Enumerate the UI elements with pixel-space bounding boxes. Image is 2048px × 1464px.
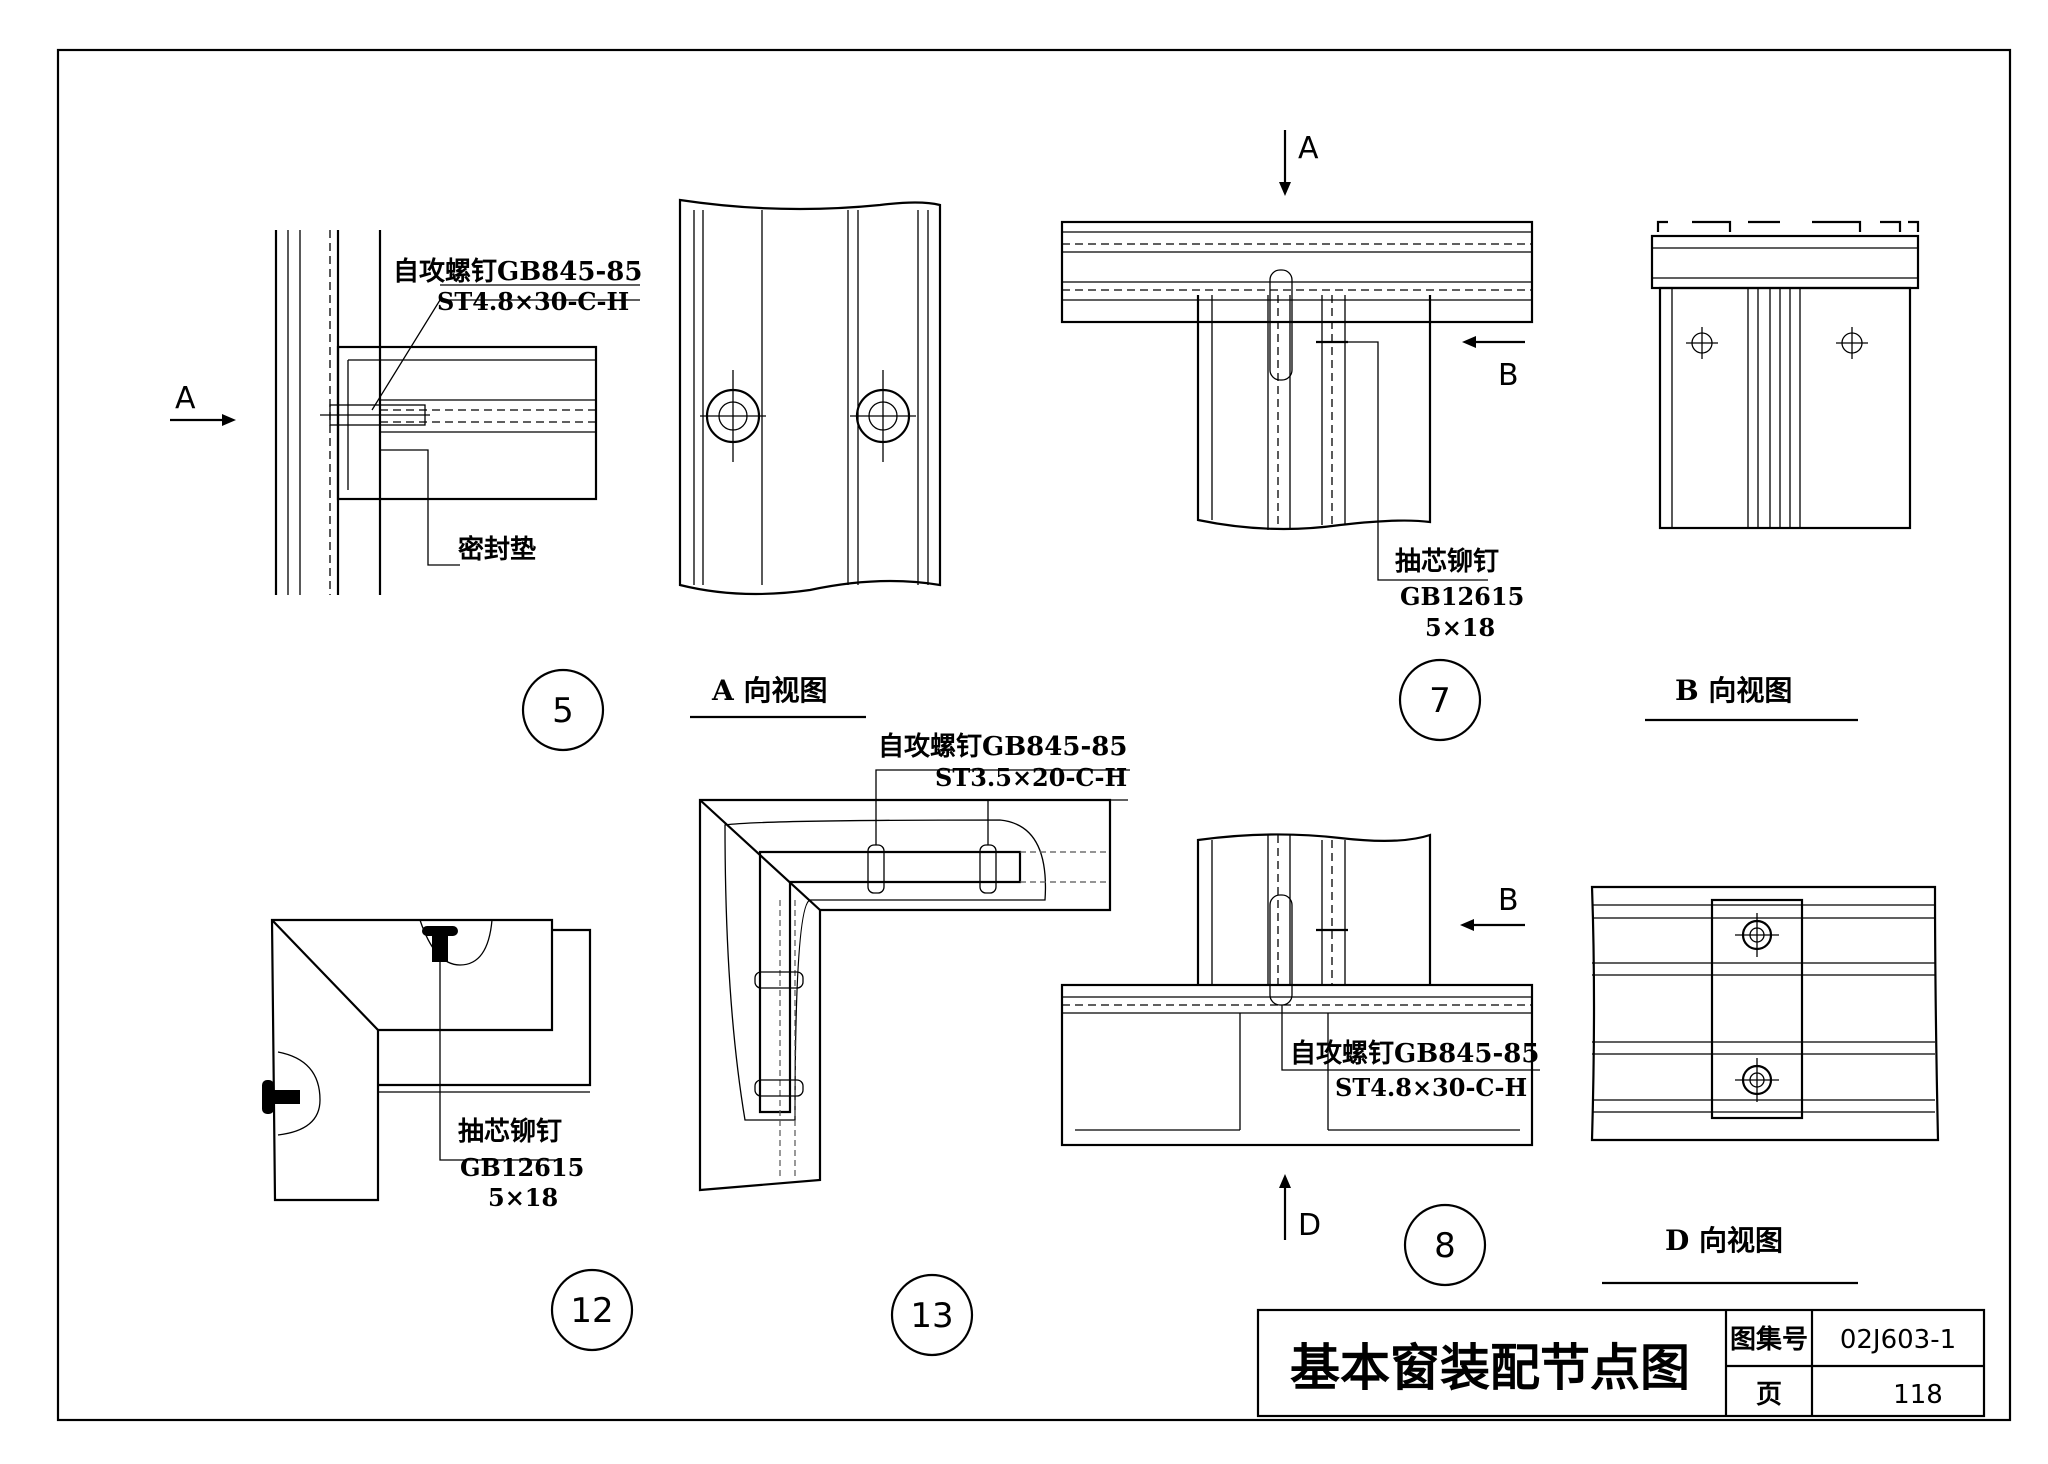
- d12-rivet-label-3: 5×18: [488, 1183, 558, 1212]
- d5-gasket-label: 密封垫: [458, 534, 536, 565]
- d-view-label: D 向视图: [1665, 1224, 1783, 1257]
- d12-rivet-label-1: 抽芯铆钉: [458, 1117, 562, 1147]
- d7-arrow-b-label: B: [1498, 358, 1519, 393]
- detail-8-number: 8: [1434, 1226, 1456, 1266]
- d7-rivet-label-2: GB12615: [1400, 582, 1524, 611]
- d5-screw-label-2: ST4.8×30-C-H: [437, 287, 629, 316]
- b-view-drawing: [1645, 220, 1920, 722]
- d8-arrow-b-label: B: [1498, 883, 1519, 918]
- d8-screw-label-1: 自攻螺钉GB845-85: [1290, 1038, 1539, 1069]
- d8-screw-label-2: ST4.8×30-C-H: [1335, 1073, 1527, 1102]
- d5-screw-label-1: 自攻螺钉GB845-85: [393, 256, 642, 287]
- drawing-title: 基本窗装配节点图: [1290, 1338, 1690, 1397]
- d8-arrow-d-label: D: [1298, 1208, 1321, 1243]
- b-view-label: B 向视图: [1675, 674, 1792, 707]
- d13-screw-label-1: 自攻螺钉GB845-85: [878, 731, 1127, 762]
- atlas-number-label: 图集号: [1730, 1324, 1808, 1355]
- a-view-label: A 向视图: [711, 674, 827, 707]
- d12-rivet-label-2: GB12615: [460, 1153, 584, 1182]
- page-number: 118: [1893, 1380, 1943, 1410]
- detail-5-drawing: [170, 230, 640, 752]
- detail-12-drawing: [262, 918, 634, 1352]
- d7-rivet-label-1: 抽芯铆钉: [1395, 547, 1499, 577]
- d7-rivet-label-3: 5×18: [1425, 613, 1495, 642]
- d13-screw-label-2: ST3.5×20-C-H: [935, 763, 1127, 792]
- d7-arrow-a-label: A: [1298, 131, 1319, 166]
- detail-13-drawing: [698, 769, 1130, 1357]
- detail-12-number: 12: [570, 1291, 613, 1331]
- d-view-drawing: [1590, 885, 1940, 1285]
- detail-5-number: 5: [552, 691, 574, 731]
- atlas-number-value: 02J603-1: [1840, 1325, 1956, 1355]
- detail-8-drawing: [1060, 833, 1540, 1287]
- detail-7-number: 7: [1429, 681, 1451, 721]
- title-block: [1256, 1308, 1986, 1418]
- detail-7-drawing: [1060, 130, 1534, 742]
- sheet-border: [56, 48, 2012, 1422]
- detail-13-number: 13: [910, 1296, 953, 1336]
- a-view-drawing: [678, 198, 942, 719]
- d5-arrow-a-label: A: [175, 381, 196, 416]
- page-label: 页: [1756, 1380, 1782, 1410]
